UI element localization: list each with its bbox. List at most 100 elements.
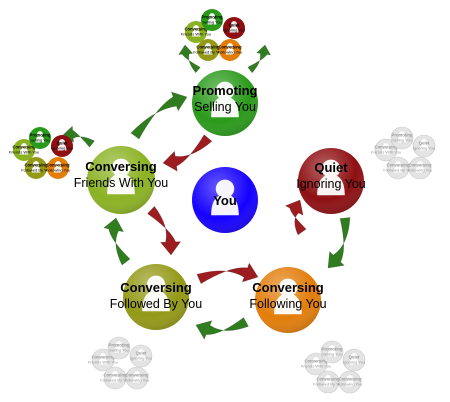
node-promoting-subtitle: Selling You bbox=[194, 100, 256, 114]
mini-node-subtitle: Following You bbox=[218, 50, 243, 55]
mini-node-title: Conversing bbox=[184, 27, 207, 32]
mini-node-title: Conversing bbox=[24, 163, 47, 168]
mini-node-subtitle: Followed By You bbox=[100, 378, 130, 383]
person-icon bbox=[191, 25, 201, 37]
arrow-followed-to-following bbox=[196, 262, 259, 284]
person-icon bbox=[31, 161, 41, 173]
mini-node-subtitle: Following You bbox=[338, 382, 363, 387]
mini-node-subtitle: Following You bbox=[46, 168, 71, 173]
node-promoting-title: Promoting bbox=[193, 83, 258, 98]
node-you: You bbox=[192, 167, 258, 233]
node-quiet-title: Quiet bbox=[314, 160, 348, 175]
person-icon bbox=[415, 161, 425, 173]
person-icon bbox=[349, 353, 359, 365]
mini-node-title: Quiet bbox=[349, 355, 360, 360]
mini-node-subtitle: Selling You bbox=[30, 138, 50, 143]
person-icon bbox=[323, 375, 333, 387]
person-icon bbox=[132, 371, 142, 383]
mini-node-title: Conversing bbox=[304, 359, 327, 364]
person-icon bbox=[207, 13, 217, 25]
person-icon bbox=[345, 375, 355, 387]
mini-node-subtitle: Friends With You bbox=[88, 360, 118, 365]
arrow-friends-to-promoting bbox=[130, 91, 188, 140]
mini-node-title: Quiet bbox=[419, 141, 430, 146]
mini-node-subtitle: Selling You bbox=[202, 20, 222, 25]
person-icon bbox=[397, 131, 407, 143]
mini-node-title: Conversing bbox=[386, 163, 409, 168]
mini-node-title: Quiet bbox=[229, 23, 240, 28]
mini-node-title: Conversing bbox=[196, 45, 219, 50]
person-icon bbox=[381, 143, 391, 155]
person-icon bbox=[142, 275, 170, 312]
person-icon bbox=[136, 349, 146, 361]
mini-node-subtitle: Ignoring You bbox=[130, 356, 152, 361]
mini-node-subtitle: Selling You bbox=[109, 348, 129, 353]
mini-node-title: Conversing bbox=[12, 145, 35, 150]
person-icon bbox=[317, 159, 345, 196]
person-icon bbox=[114, 341, 124, 353]
node-quiet-subtitle: Ignoring You bbox=[296, 177, 366, 191]
mini-node-subtitle: Followed By You bbox=[383, 168, 413, 173]
person-icon bbox=[327, 345, 337, 357]
mini-node-title: Quiet bbox=[57, 141, 68, 146]
person-icon bbox=[57, 139, 67, 151]
mini-node-title: Conversing bbox=[338, 377, 361, 382]
mini-node-title: Promoting bbox=[109, 343, 130, 348]
mini-node-subtitle: Ignoring You bbox=[343, 360, 365, 365]
node-friends-subtitle: Friends With You bbox=[74, 176, 169, 190]
mini-node-title: Promoting bbox=[202, 15, 223, 20]
mini-node-subtitle: Followed By You bbox=[313, 382, 343, 387]
person-icon bbox=[419, 139, 429, 151]
mini-node-title: Conversing bbox=[46, 163, 69, 168]
node-friends-title: Conversing bbox=[85, 159, 157, 174]
person-icon bbox=[107, 158, 135, 195]
person-icon bbox=[229, 21, 239, 33]
mini-node-title: Conversing bbox=[125, 373, 148, 378]
mini-node-subtitle: Friends With You bbox=[301, 364, 331, 369]
arrow-friends-to-followed bbox=[147, 205, 182, 256]
mini-node-subtitle: Ignoring You bbox=[413, 146, 435, 151]
mini-node-subtitle: Following You bbox=[408, 168, 433, 173]
mini-node-subtitle: Ignoring You bbox=[51, 146, 73, 151]
person-icon bbox=[211, 81, 239, 118]
arrow-promoting-to-friends bbox=[162, 134, 213, 172]
person-icon bbox=[110, 371, 120, 383]
mini-node-subtitle: Friends With You bbox=[181, 32, 211, 37]
person-icon bbox=[211, 179, 239, 216]
mini-node-title: Conversing bbox=[316, 377, 339, 382]
mini-node-subtitle: Followed By You bbox=[21, 168, 51, 173]
cycle-arrows bbox=[62, 44, 351, 340]
arrow-promoting-to-cluster-left bbox=[178, 44, 201, 74]
arrow-promoting-to-cluster-right bbox=[247, 44, 272, 74]
mini-node-title: Promoting bbox=[30, 133, 51, 138]
